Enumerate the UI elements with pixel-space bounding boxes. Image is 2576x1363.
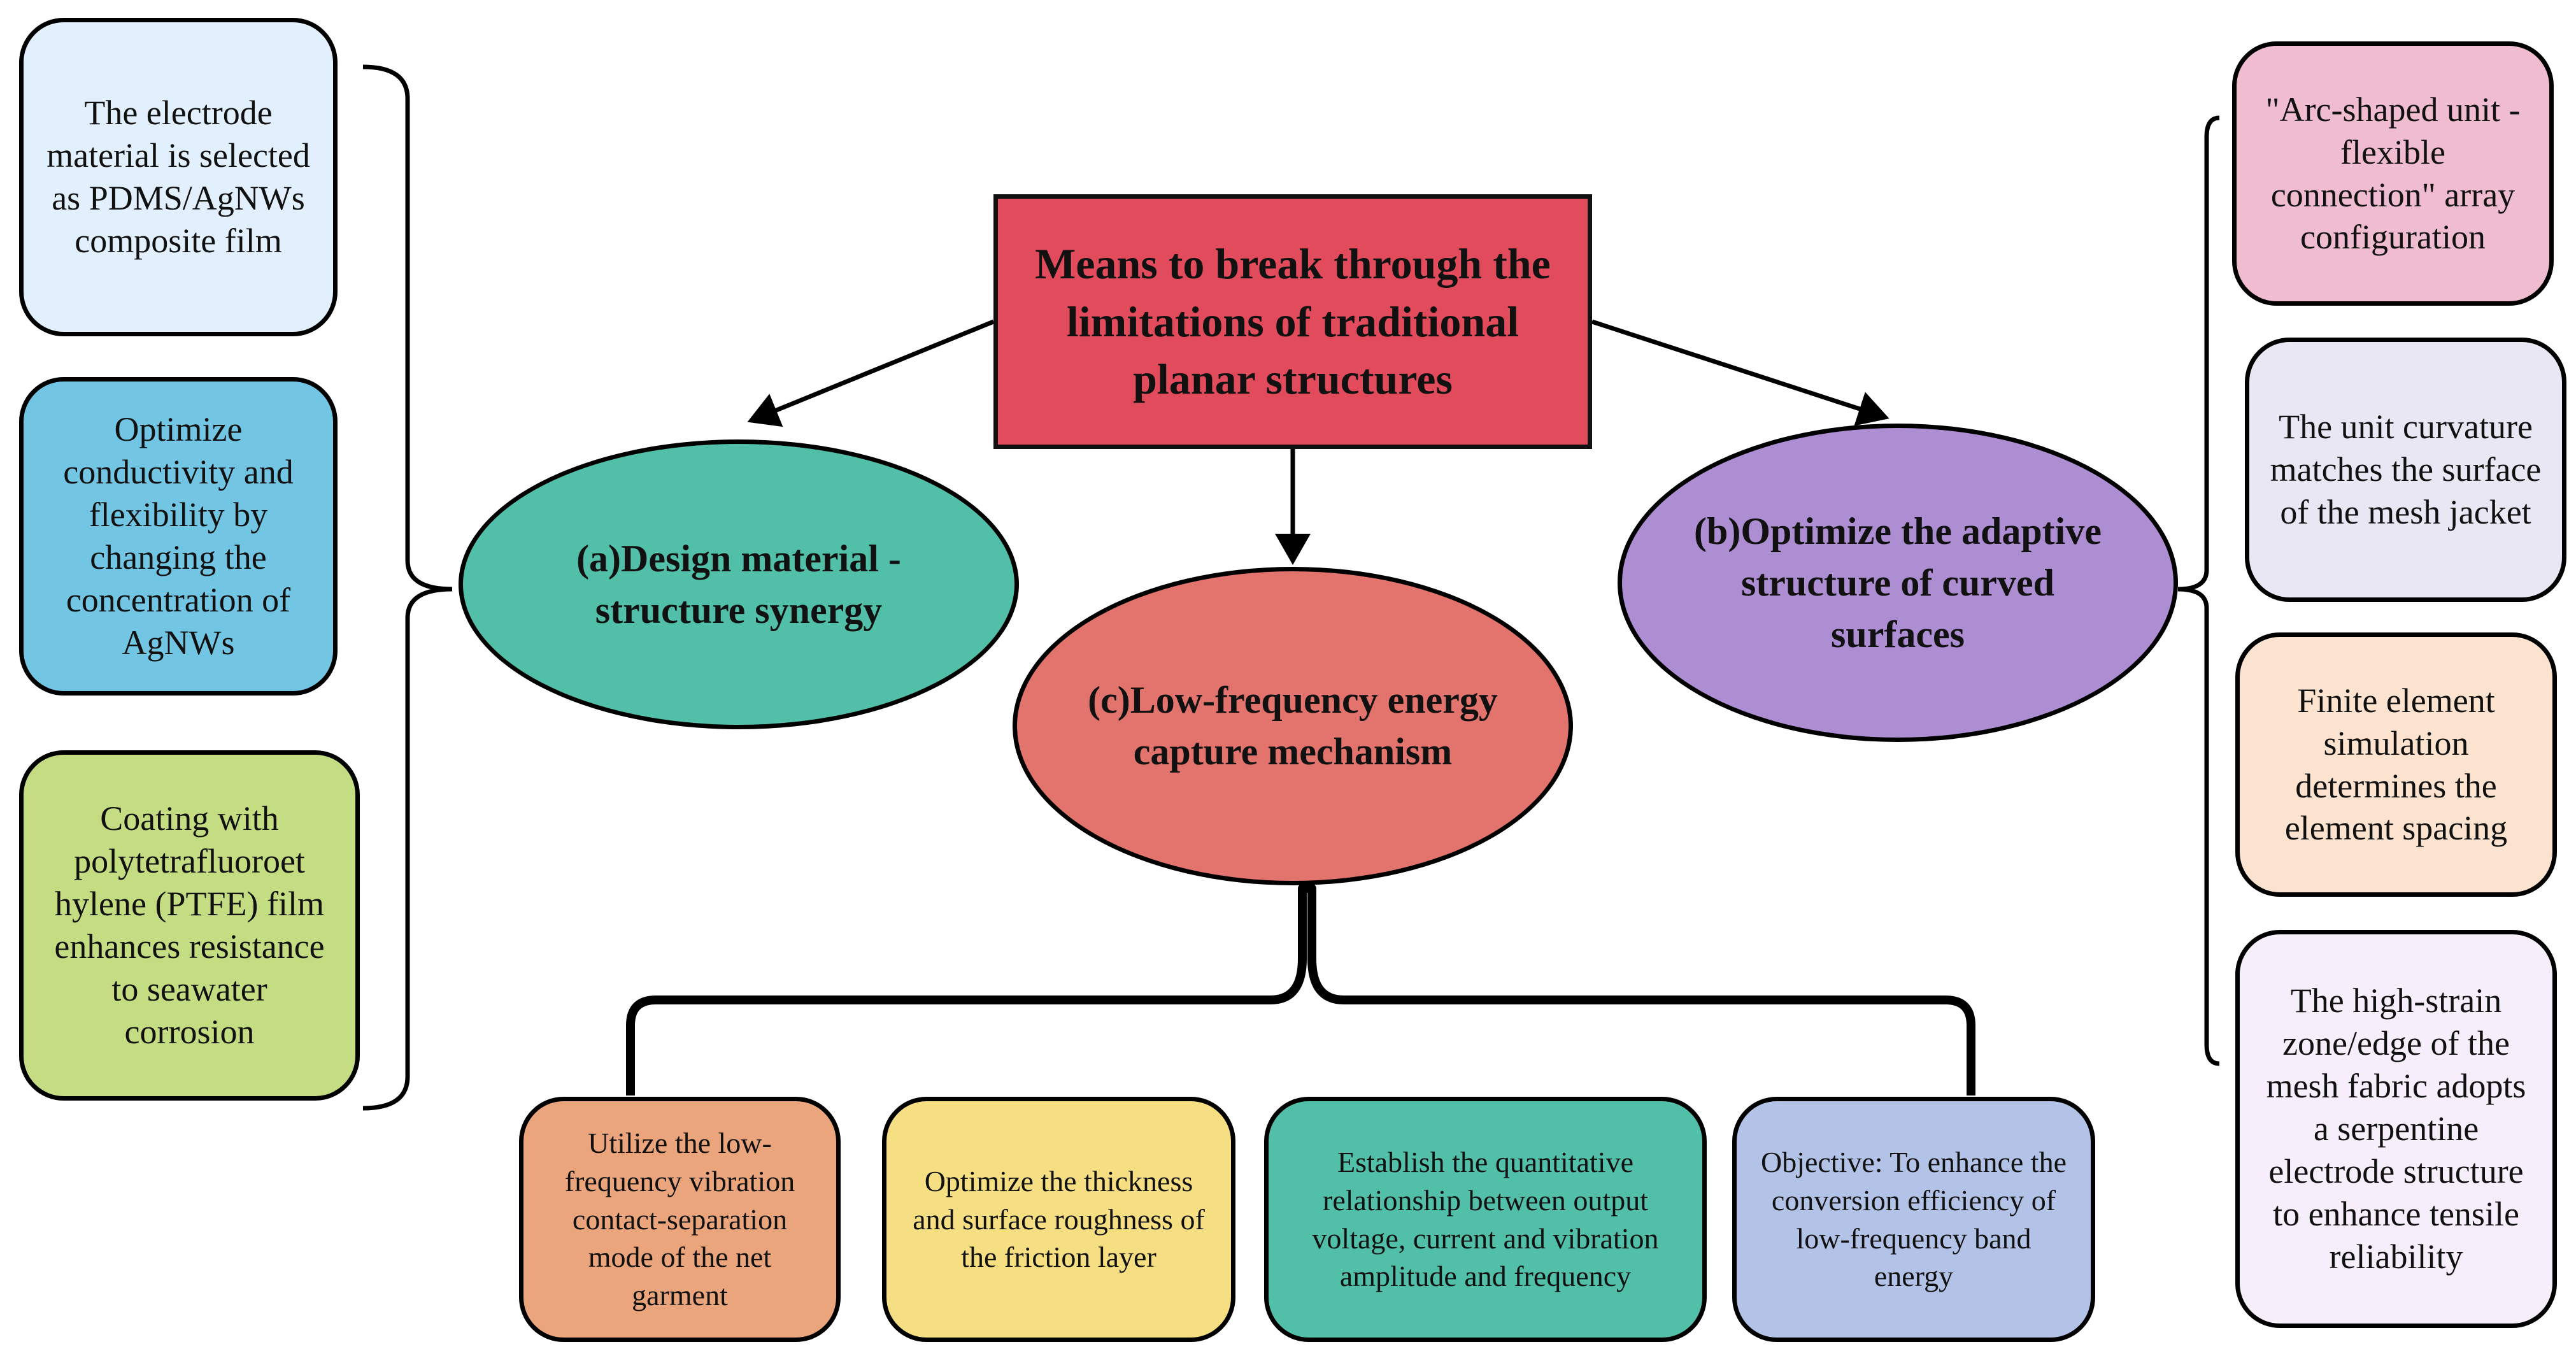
branch-c-ellipse: (c)Low-frequency energy capture mechanis…	[1013, 567, 1573, 885]
left-box-ptfe-coating: Coating with polytetrafluoroet hylene (P…	[19, 750, 360, 1101]
right-box-serpentine-electrode: The high-strain zone/edge of the mesh fa…	[2235, 930, 2557, 1328]
left-bracket	[362, 64, 453, 1111]
left-box-text: The electrode material is selected as PD…	[46, 94, 310, 260]
bottom-box-text: Optimize the thickness and surface rough…	[913, 1164, 1205, 1274]
branch-c-label: (c)Low-frequency energy capture mechanis…	[1088, 679, 1498, 773]
right-box-finite-element: Finite element simulation determines the…	[2235, 632, 2557, 897]
bottom-box-text: Establish the quantitative relationship …	[1312, 1145, 1659, 1293]
branch-b-ellipse: (b)Optimize the adaptive structure of cu…	[1618, 424, 2178, 742]
bottom-box-quantitative-relationship: Establish the quantitative relationship …	[1264, 1097, 1707, 1342]
right-bracket	[2177, 115, 2220, 1066]
bottom-box-text: Utilize the low-frequency vibration cont…	[564, 1127, 795, 1312]
arrow-to-branch-b	[1591, 319, 1889, 426]
right-box-unit-curvature: The unit curvature matches the surface o…	[2245, 338, 2566, 602]
center-title: Means to break through the limitations o…	[1035, 239, 1551, 404]
bottom-bracket	[626, 884, 1975, 1095]
branch-b-label: (b)Optimize the adaptive structure of cu…	[1694, 510, 2102, 655]
bottom-box-objective: Objective: To enhance the conversion eff…	[1732, 1097, 2095, 1342]
right-box-arc-shaped-unit: "Arc-shaped unit - flexible connection" …	[2232, 41, 2554, 306]
left-box-text: Optimize conductivity and flexibility by…	[63, 410, 294, 662]
center-title-box: Means to break through the limitations o…	[993, 194, 1592, 449]
left-box-electrode-material: The electrode material is selected as PD…	[19, 18, 338, 336]
right-box-text: The high-strain zone/edge of the mesh fa…	[2266, 981, 2526, 1276]
right-box-text: "Arc-shaped unit - flexible connection" …	[2265, 90, 2521, 257]
bottom-box-friction-layer: Optimize the thickness and surface rough…	[882, 1097, 1235, 1342]
left-box-text: Coating with polytetrafluoroet hylene (P…	[54, 799, 325, 1051]
right-box-text: The unit curvature matches the surface o…	[2270, 408, 2542, 531]
bottom-box-vibration-mode: Utilize the low-frequency vibration cont…	[519, 1097, 841, 1342]
branch-a-label: (a)Design material -structure synergy	[576, 537, 901, 631]
branch-a-ellipse: (a)Design material -structure synergy	[459, 439, 1019, 729]
right-box-text: Finite element simulation determines the…	[2284, 681, 2508, 848]
arrow-to-branch-a	[747, 319, 995, 427]
bottom-box-text: Objective: To enhance the conversion eff…	[1760, 1145, 2067, 1293]
left-box-conductivity: Optimize conductivity and flexibility by…	[19, 377, 338, 696]
